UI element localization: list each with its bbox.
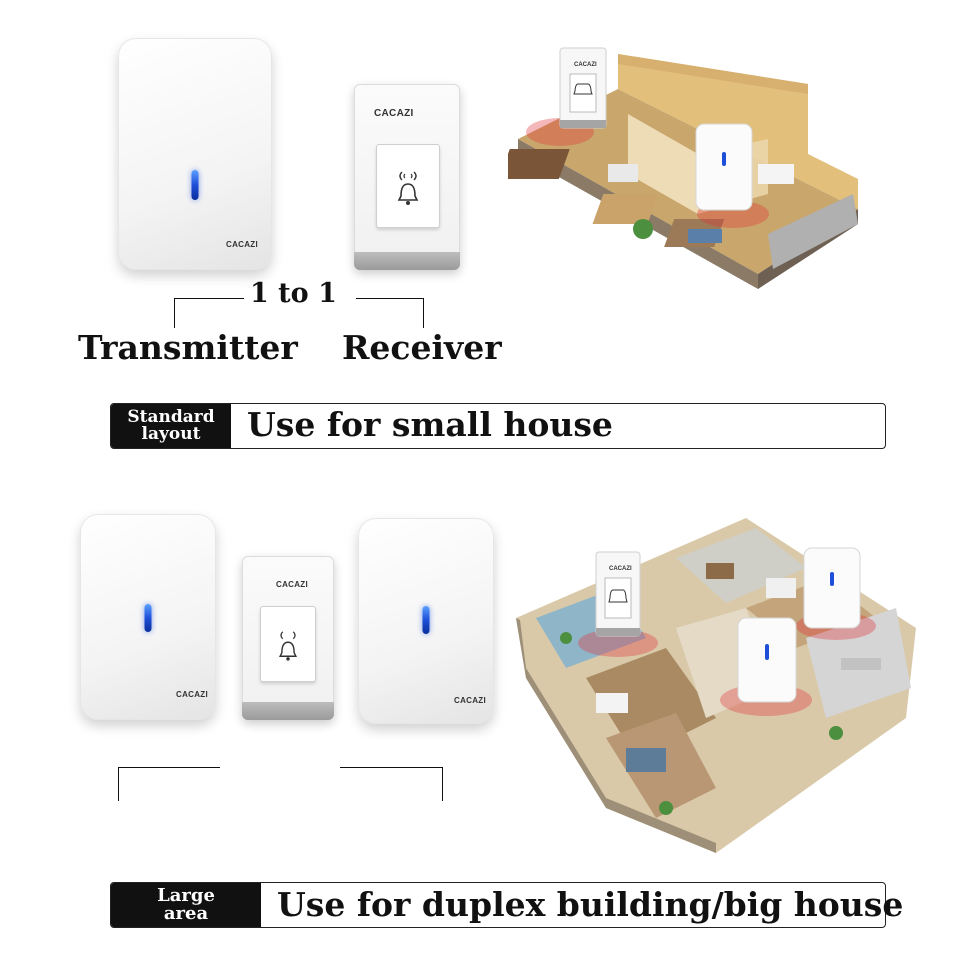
standard-layout-tag: Standard layout	[111, 404, 231, 448]
connector-right	[356, 298, 424, 328]
blue-led-indicator	[144, 604, 152, 632]
tag-line-2: area	[163, 903, 209, 924]
small-house-illustration: CACAZI	[498, 44, 868, 344]
receiver-device-bottom-left: CACAZI	[80, 514, 216, 720]
blue-led-indicator	[191, 170, 199, 200]
blue-led-indicator	[722, 152, 726, 166]
receiver-label: Receiver	[342, 328, 502, 367]
brand-logo-transmitter-bottom: CACAZI	[276, 580, 309, 589]
brand-logo-scene-top: CACAZI	[574, 62, 597, 68]
doorbell-button	[260, 606, 316, 682]
ratio-label: 1 to 1	[250, 278, 337, 309]
receiver-device-top: CACAZI CACAZI	[118, 38, 272, 270]
brand-logo-receiver-top: CACAZI	[226, 240, 259, 249]
connector-bottom-right	[340, 767, 443, 801]
doorbell-button	[376, 144, 440, 228]
brand-logo-receiver-bottom-left: CACAZI	[176, 690, 209, 699]
brand-logo-transmitter-top: CACAZI	[374, 108, 414, 119]
transmitter-device-top: CACAZI	[354, 84, 460, 270]
bell-icon	[278, 631, 298, 661]
bell-icon	[608, 589, 628, 603]
blue-led-indicator	[765, 644, 769, 660]
banner-text: Use for duplex building/big house	[277, 885, 904, 924]
tag-line-2: layout	[141, 424, 201, 444]
bell-icon	[573, 83, 593, 95]
transmitter-device-bottom: CACAZI	[242, 556, 334, 720]
big-house-illustration: CACAZI	[506, 508, 926, 854]
brand-logo-scene-bottom: CACAZI	[609, 566, 632, 572]
connector-left	[174, 298, 244, 328]
standard-layout-banner: Standard layout Use for small house	[110, 403, 886, 449]
bell-icon	[397, 171, 419, 205]
large-area-tag: Large area	[111, 883, 261, 927]
receiver-device-bottom-right: CACAZI	[358, 518, 494, 724]
tag-line-1: Large	[157, 885, 215, 906]
transmitter-base	[354, 252, 460, 270]
tag-line-1: Standard	[127, 407, 215, 427]
large-area-banner: Large area Use for duplex building/big h…	[110, 882, 903, 928]
blue-led-indicator	[830, 572, 834, 586]
banner-text: Use for small house	[247, 405, 613, 444]
blue-led-indicator	[422, 606, 430, 634]
connector-bottom-left	[118, 767, 220, 801]
brand-logo-receiver-bottom-right: CACAZI	[454, 696, 487, 705]
transmitter-base	[242, 702, 334, 720]
transmitter-label: Transmitter	[78, 328, 298, 367]
